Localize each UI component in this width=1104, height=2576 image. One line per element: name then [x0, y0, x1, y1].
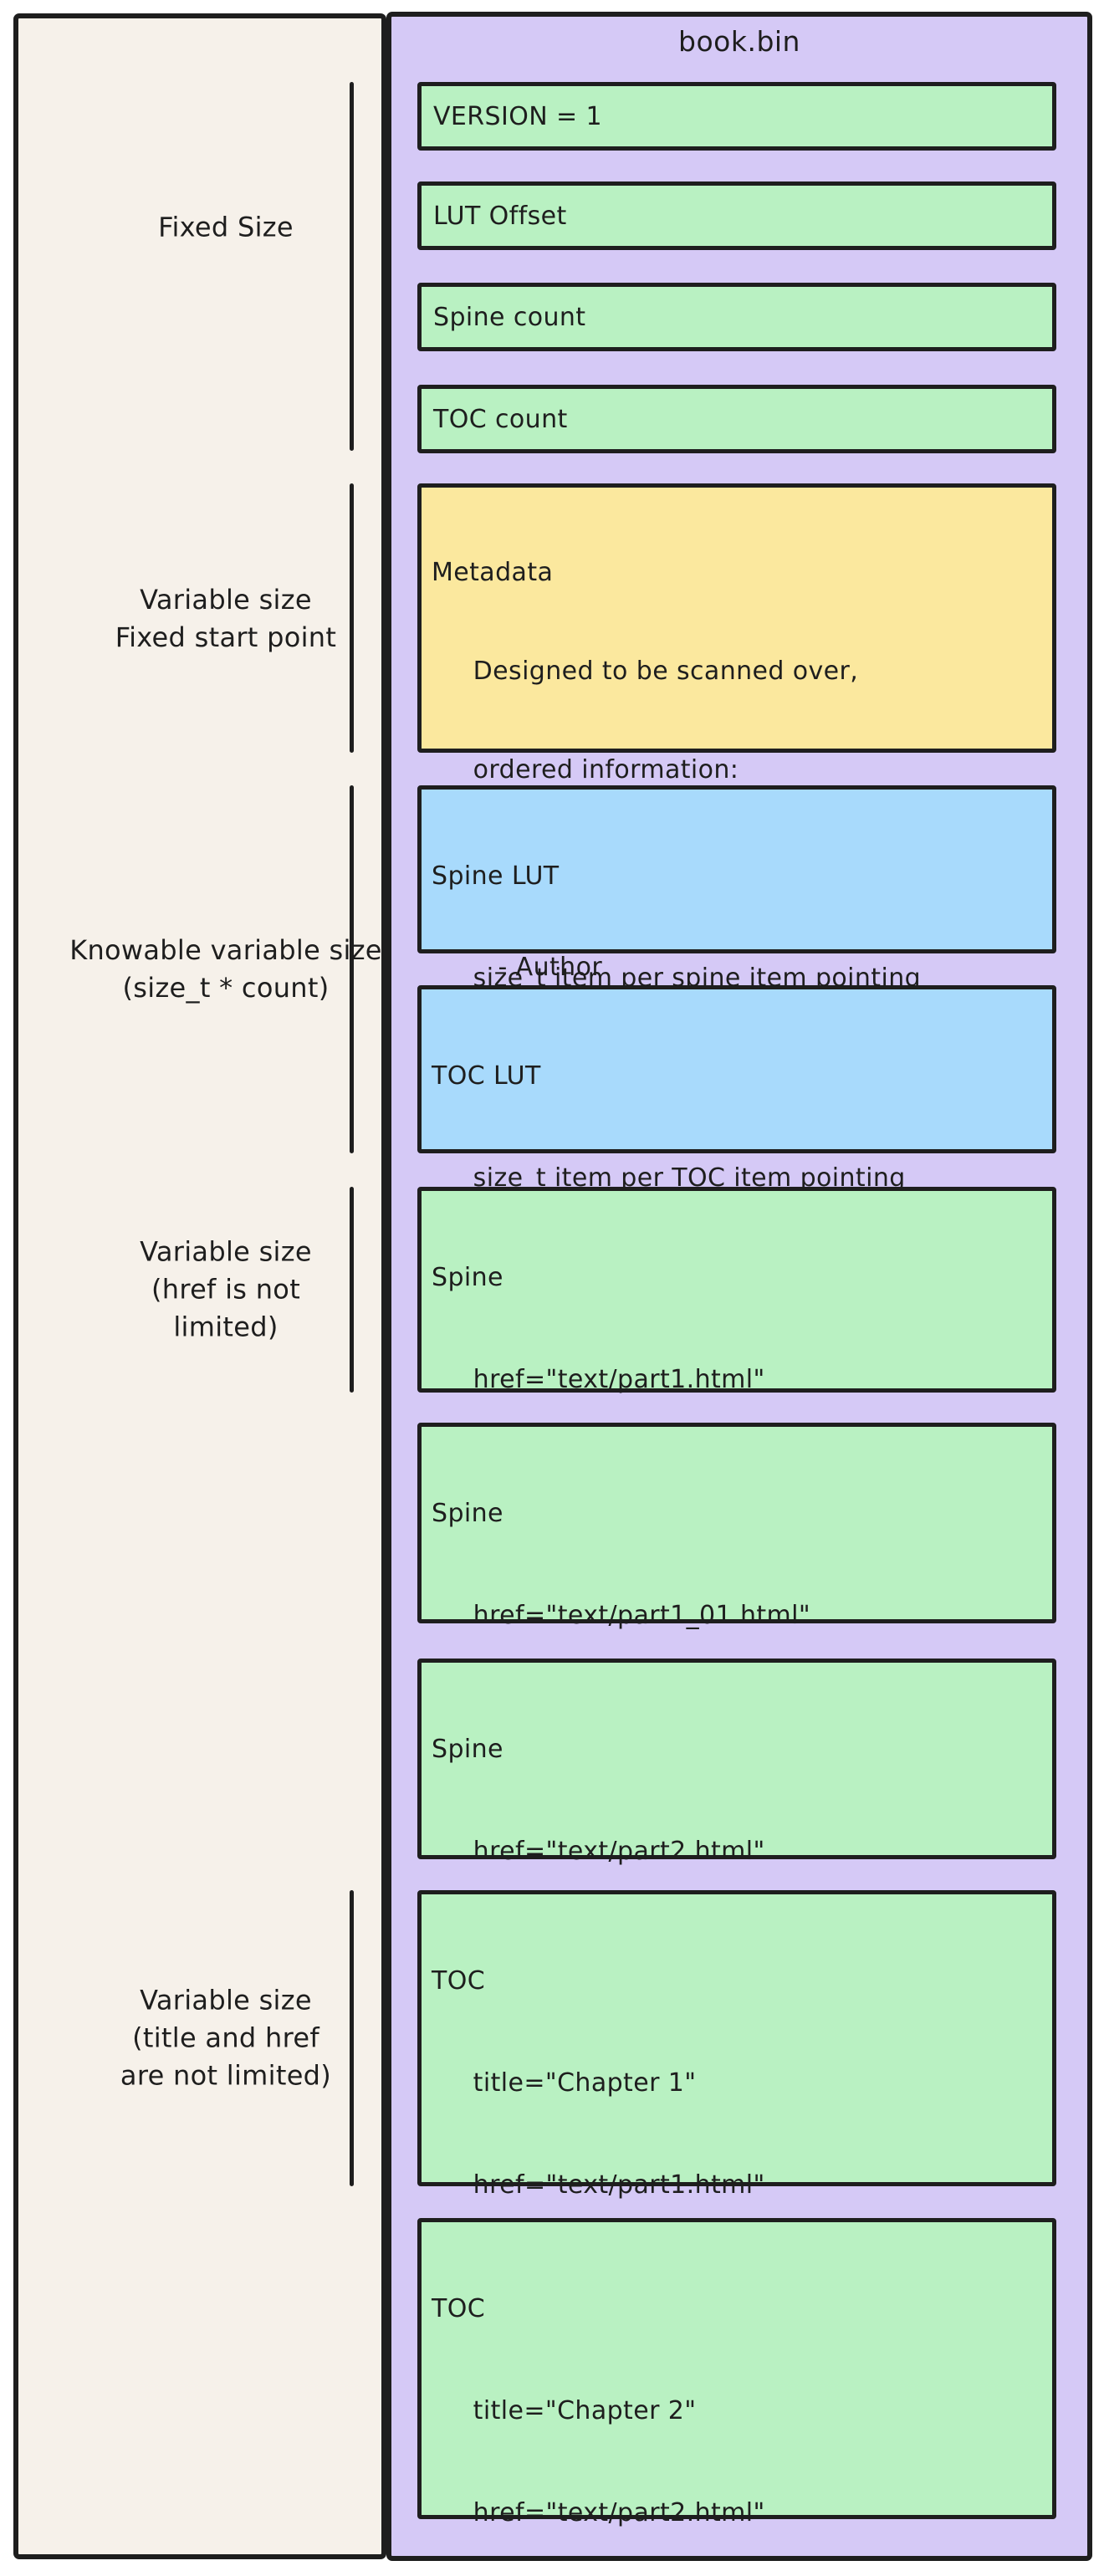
- annotation-line: Fixed Size: [158, 211, 294, 243]
- annotation-line: Knowable variable size: [69, 934, 382, 966]
- size-bracket-metadata: [350, 483, 354, 753]
- field-line: TOC count: [433, 404, 568, 434]
- field-line: Spine: [432, 1735, 503, 1764]
- file-title: book.bin: [678, 25, 800, 58]
- field-line: href="text/part1.html": [432, 2170, 765, 2200]
- left-annotation-panel: [13, 13, 386, 2559]
- toc-entry-box-2: TOC title="Chapter 2" href="text/part2.h…: [417, 2218, 1056, 2527]
- spine-entry-box-3: Spine href="text/part2.html" cumSize=123…: [417, 1659, 1056, 2070]
- metadata-box: Metadata Designed to be scanned over, or…: [417, 483, 1056, 1081]
- field-line: href="text/part2.html": [432, 2498, 765, 2527]
- field-line: href="text/part1.html": [432, 1365, 765, 1394]
- annotation-line: (href is not: [151, 1273, 301, 1306]
- annotation-knowable-variable: Knowable variable size (size_t * count): [63, 932, 389, 1007]
- annotation-line: are not limited): [120, 2059, 332, 2092]
- field-line: Spine: [432, 1263, 503, 1292]
- field-line: Spine count: [433, 302, 586, 332]
- spine-entry-box-1: Spine href="text/part1.html" cumSize=123…: [417, 1187, 1056, 1598]
- annotation-fixed-size: Fixed Size: [63, 209, 389, 247]
- spine-entry-box-2: Spine href="text/part1_01.html" cumSize=…: [417, 1423, 1056, 1834]
- field-line: title="Chapter 2": [432, 2396, 697, 2425]
- field-box-spine-count: Spine count: [417, 283, 1056, 351]
- field-line: TOC: [432, 1966, 486, 1996]
- size-bracket-luts: [350, 785, 354, 1153]
- field-box-lut-offset: LUT Offset: [417, 181, 1056, 250]
- size-bracket-toc: [350, 1890, 354, 2186]
- annotation-variable-href: Variable size (href is not limited): [63, 1234, 389, 1347]
- field-line: ordered information:: [432, 755, 739, 785]
- toc-entry-box-1: TOC title="Chapter 1" href="text/part1.h…: [417, 1890, 1056, 2506]
- annotation-variable-title-href: Variable size (title and href are not li…: [63, 1982, 389, 2095]
- annotation-line: Variable size: [140, 1235, 312, 1268]
- annotation-line: (size_t * count): [122, 972, 330, 1004]
- field-box-version: VERSION = 1: [417, 82, 1056, 151]
- annotation-line: limited): [173, 1311, 279, 1343]
- field-line: TOC LUT: [432, 1061, 541, 1091]
- field-line: title="Chapter 1": [432, 2068, 697, 2098]
- field-line: Spine: [432, 1499, 503, 1528]
- annotation-variable-fixed-start: Variable size Fixed start point: [63, 581, 389, 657]
- spine-lut-box: Spine LUT size_t item per spine item poi…: [417, 785, 1056, 1095]
- field-line: LUT Offset: [433, 201, 567, 231]
- annotation-line: Variable size: [140, 584, 312, 616]
- field-line: Metadata: [432, 558, 554, 587]
- toc-lut-box: TOC LUT size_t item per TOC item pointin…: [417, 985, 1056, 1295]
- annotation-line: Variable size: [140, 1984, 312, 2016]
- field-line: Spine LUT: [432, 861, 560, 891]
- size-bracket-fixed: [350, 82, 354, 451]
- field-line: TOC: [432, 2294, 486, 2323]
- field-line: href="text/part1_01.html": [432, 1601, 811, 1630]
- field-line: Designed to be scanned over,: [432, 657, 859, 686]
- annotation-line: (title and href: [132, 2021, 319, 2054]
- field-box-toc-count: TOC count: [417, 385, 1056, 453]
- field-line: - Author: [432, 953, 603, 982]
- size-bracket-spine: [350, 1187, 354, 1393]
- field-line: VERSION = 1: [433, 101, 602, 131]
- annotation-line: Fixed start point: [115, 621, 337, 653]
- field-line: href="text/part2.html": [432, 1837, 765, 1866]
